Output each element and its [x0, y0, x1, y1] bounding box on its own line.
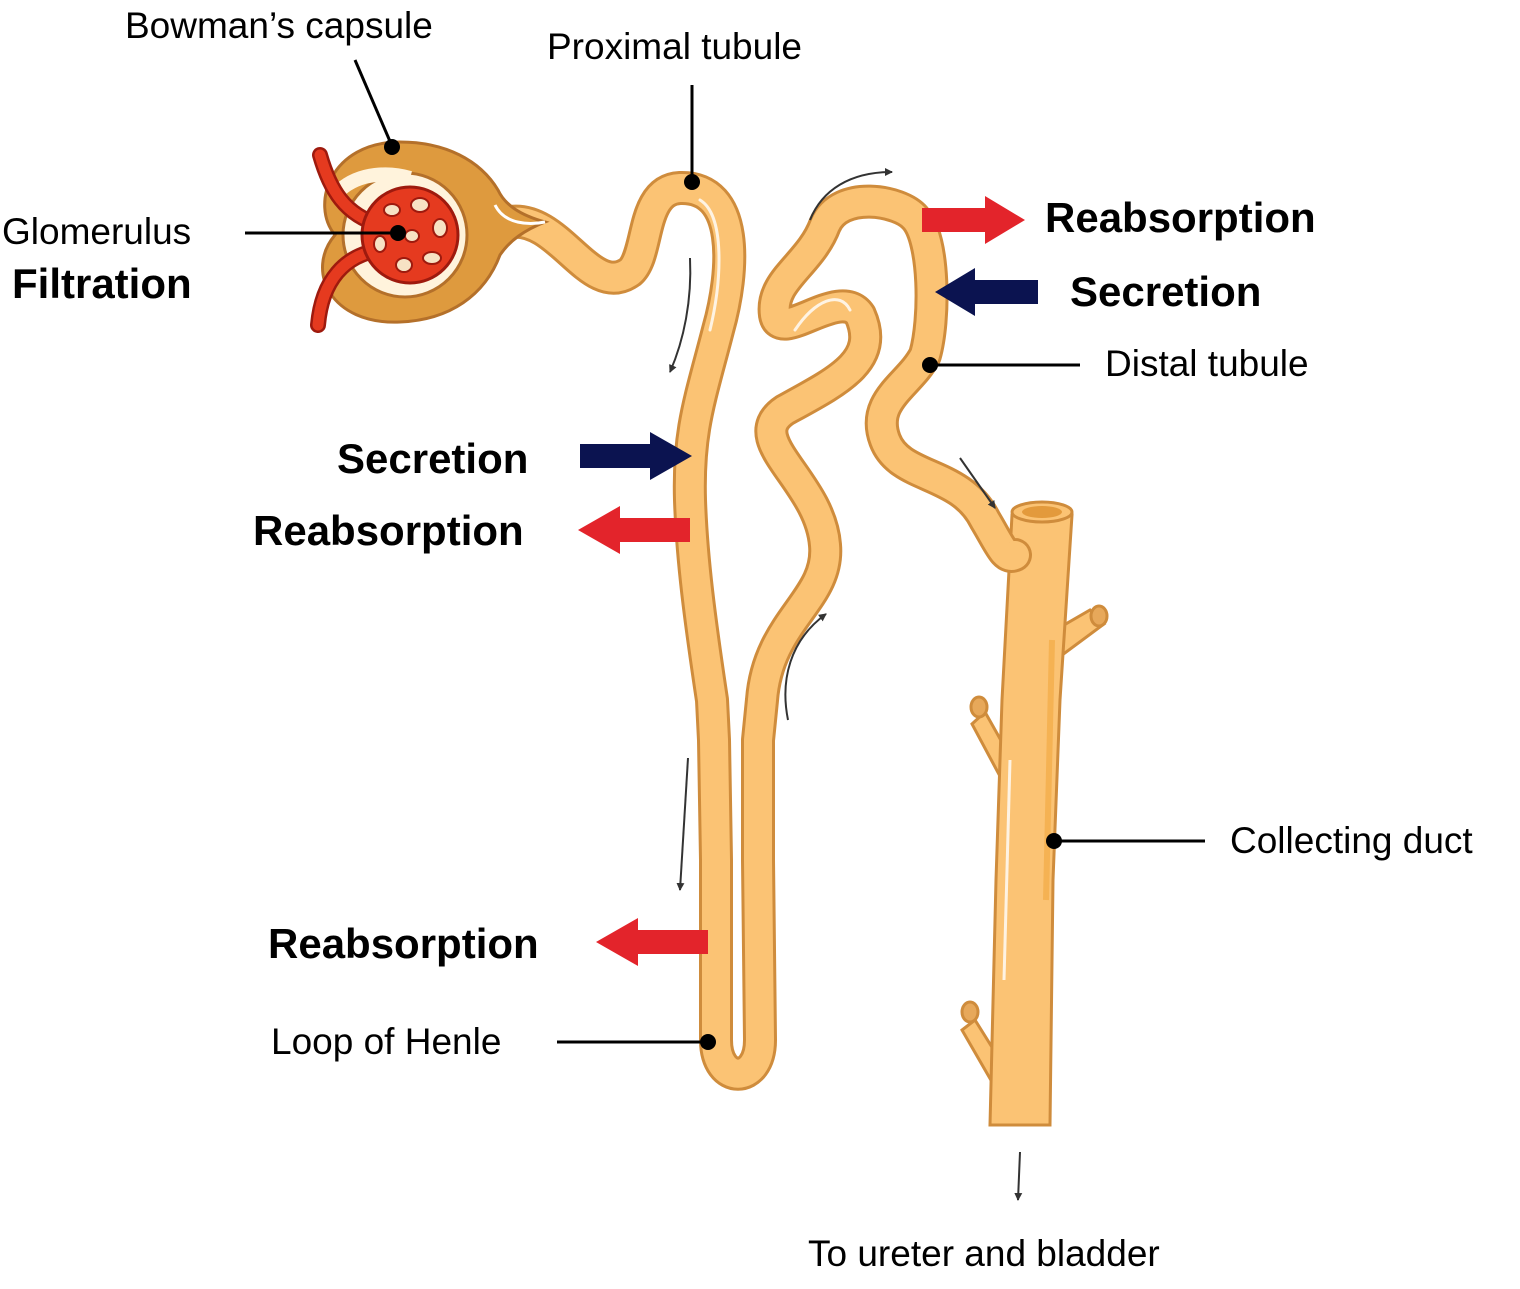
- secretion-arrow-distal: [935, 268, 1038, 316]
- secretion-proximal-label: Secretion: [337, 435, 528, 482]
- renal-tubule-shape: [493, 171, 1032, 1091]
- proximal-tubule-label: Proximal tubule: [547, 26, 802, 67]
- bowmans-capsule-label: Bowman’s capsule: [125, 5, 433, 46]
- loop-of-henle-label: Loop of Henle: [271, 1021, 501, 1062]
- reabsorption-arrow-loop: [596, 918, 708, 966]
- glomerulus-label: Glomerulus: [2, 211, 191, 252]
- glomerulus-shape: [310, 147, 460, 333]
- leader-lines: [245, 59, 1205, 1050]
- distal-tubule-label: Distal tubule: [1105, 343, 1309, 384]
- reabsorption-loop-label: Reabsorption: [268, 920, 539, 967]
- reabsorption-arrow-proximal: [578, 506, 690, 554]
- secretion-arrow-proximal: [580, 432, 692, 480]
- reabsorption-proximal-label: Reabsorption: [253, 507, 524, 554]
- reabsorption-arrow-distal: [922, 196, 1025, 244]
- collecting-duct-label: Collecting duct: [1230, 820, 1473, 861]
- flow-arrows: [669, 168, 1023, 1201]
- to-ureter-label: To ureter and bladder: [808, 1233, 1160, 1274]
- secretion-distal-label: Secretion: [1070, 268, 1261, 315]
- filtration-label: Filtration: [12, 260, 192, 307]
- collecting-duct-shape: [960, 500, 1109, 1127]
- reabsorption-distal-label: Reabsorption: [1045, 194, 1316, 241]
